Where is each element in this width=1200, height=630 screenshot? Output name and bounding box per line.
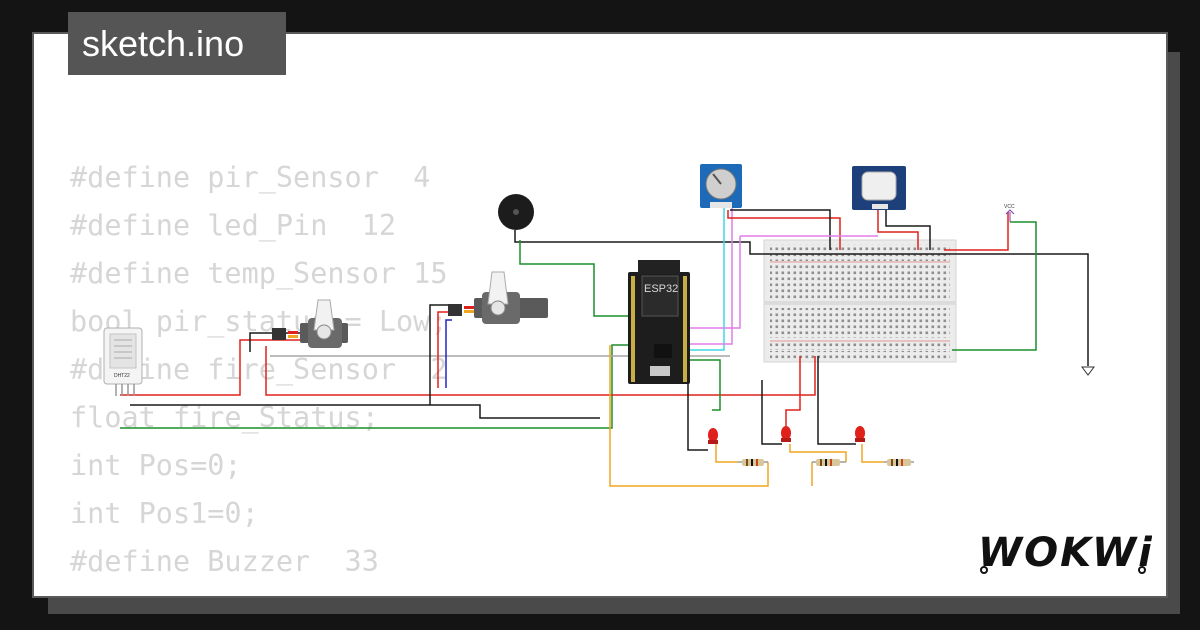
led-2[interactable] xyxy=(781,426,791,442)
wokwi-logo-text: WOKWi xyxy=(978,530,1152,576)
potentiometer[interactable] xyxy=(700,164,742,208)
vcc-label: VCC xyxy=(1004,204,1015,210)
dht22-sensor[interactable]: DHT22 xyxy=(103,327,143,396)
pir-motion-sensor[interactable] xyxy=(852,166,906,210)
servo-motor-1[interactable] xyxy=(272,299,348,348)
code-line: int Pos=0; xyxy=(70,449,242,482)
wires xyxy=(120,208,1089,487)
buzzer[interactable] xyxy=(498,194,534,230)
file-tab-label: sketch.ino xyxy=(82,23,245,64)
led-3[interactable] xyxy=(855,426,865,442)
code-line: #define pir_Sensor 4 xyxy=(70,161,431,194)
code-line: #define led_Pin 12 xyxy=(70,209,397,242)
code-line: int Pos1=0; xyxy=(70,497,259,530)
led-1[interactable] xyxy=(708,428,718,444)
resistor-3[interactable] xyxy=(884,459,914,466)
breadboard[interactable] xyxy=(763,239,957,363)
code-line: const float BETA = 3950 xyxy=(70,586,465,596)
servo-motor-2[interactable] xyxy=(448,271,548,324)
resistor-1[interactable] xyxy=(738,459,768,466)
wokwi-logo: WOKWi xyxy=(978,530,1152,576)
preview-card: #define pir_Sensor 4 #define led_Pin 12 #d… xyxy=(32,32,1168,598)
esp32-board[interactable]: ESP32 xyxy=(628,260,690,384)
esp32-label: ESP32 xyxy=(644,283,678,295)
code-line: #define Buzzer 33 xyxy=(70,545,379,578)
ground-icon xyxy=(1081,366,1095,376)
vcc-node: VCC xyxy=(1004,204,1015,222)
code-line: #define temp_Sensor 15 xyxy=(70,257,448,290)
dht22-label: DHT22 xyxy=(114,373,130,379)
file-tab[interactable]: sketch.ino xyxy=(68,12,286,75)
resistor-2[interactable] xyxy=(812,459,846,466)
